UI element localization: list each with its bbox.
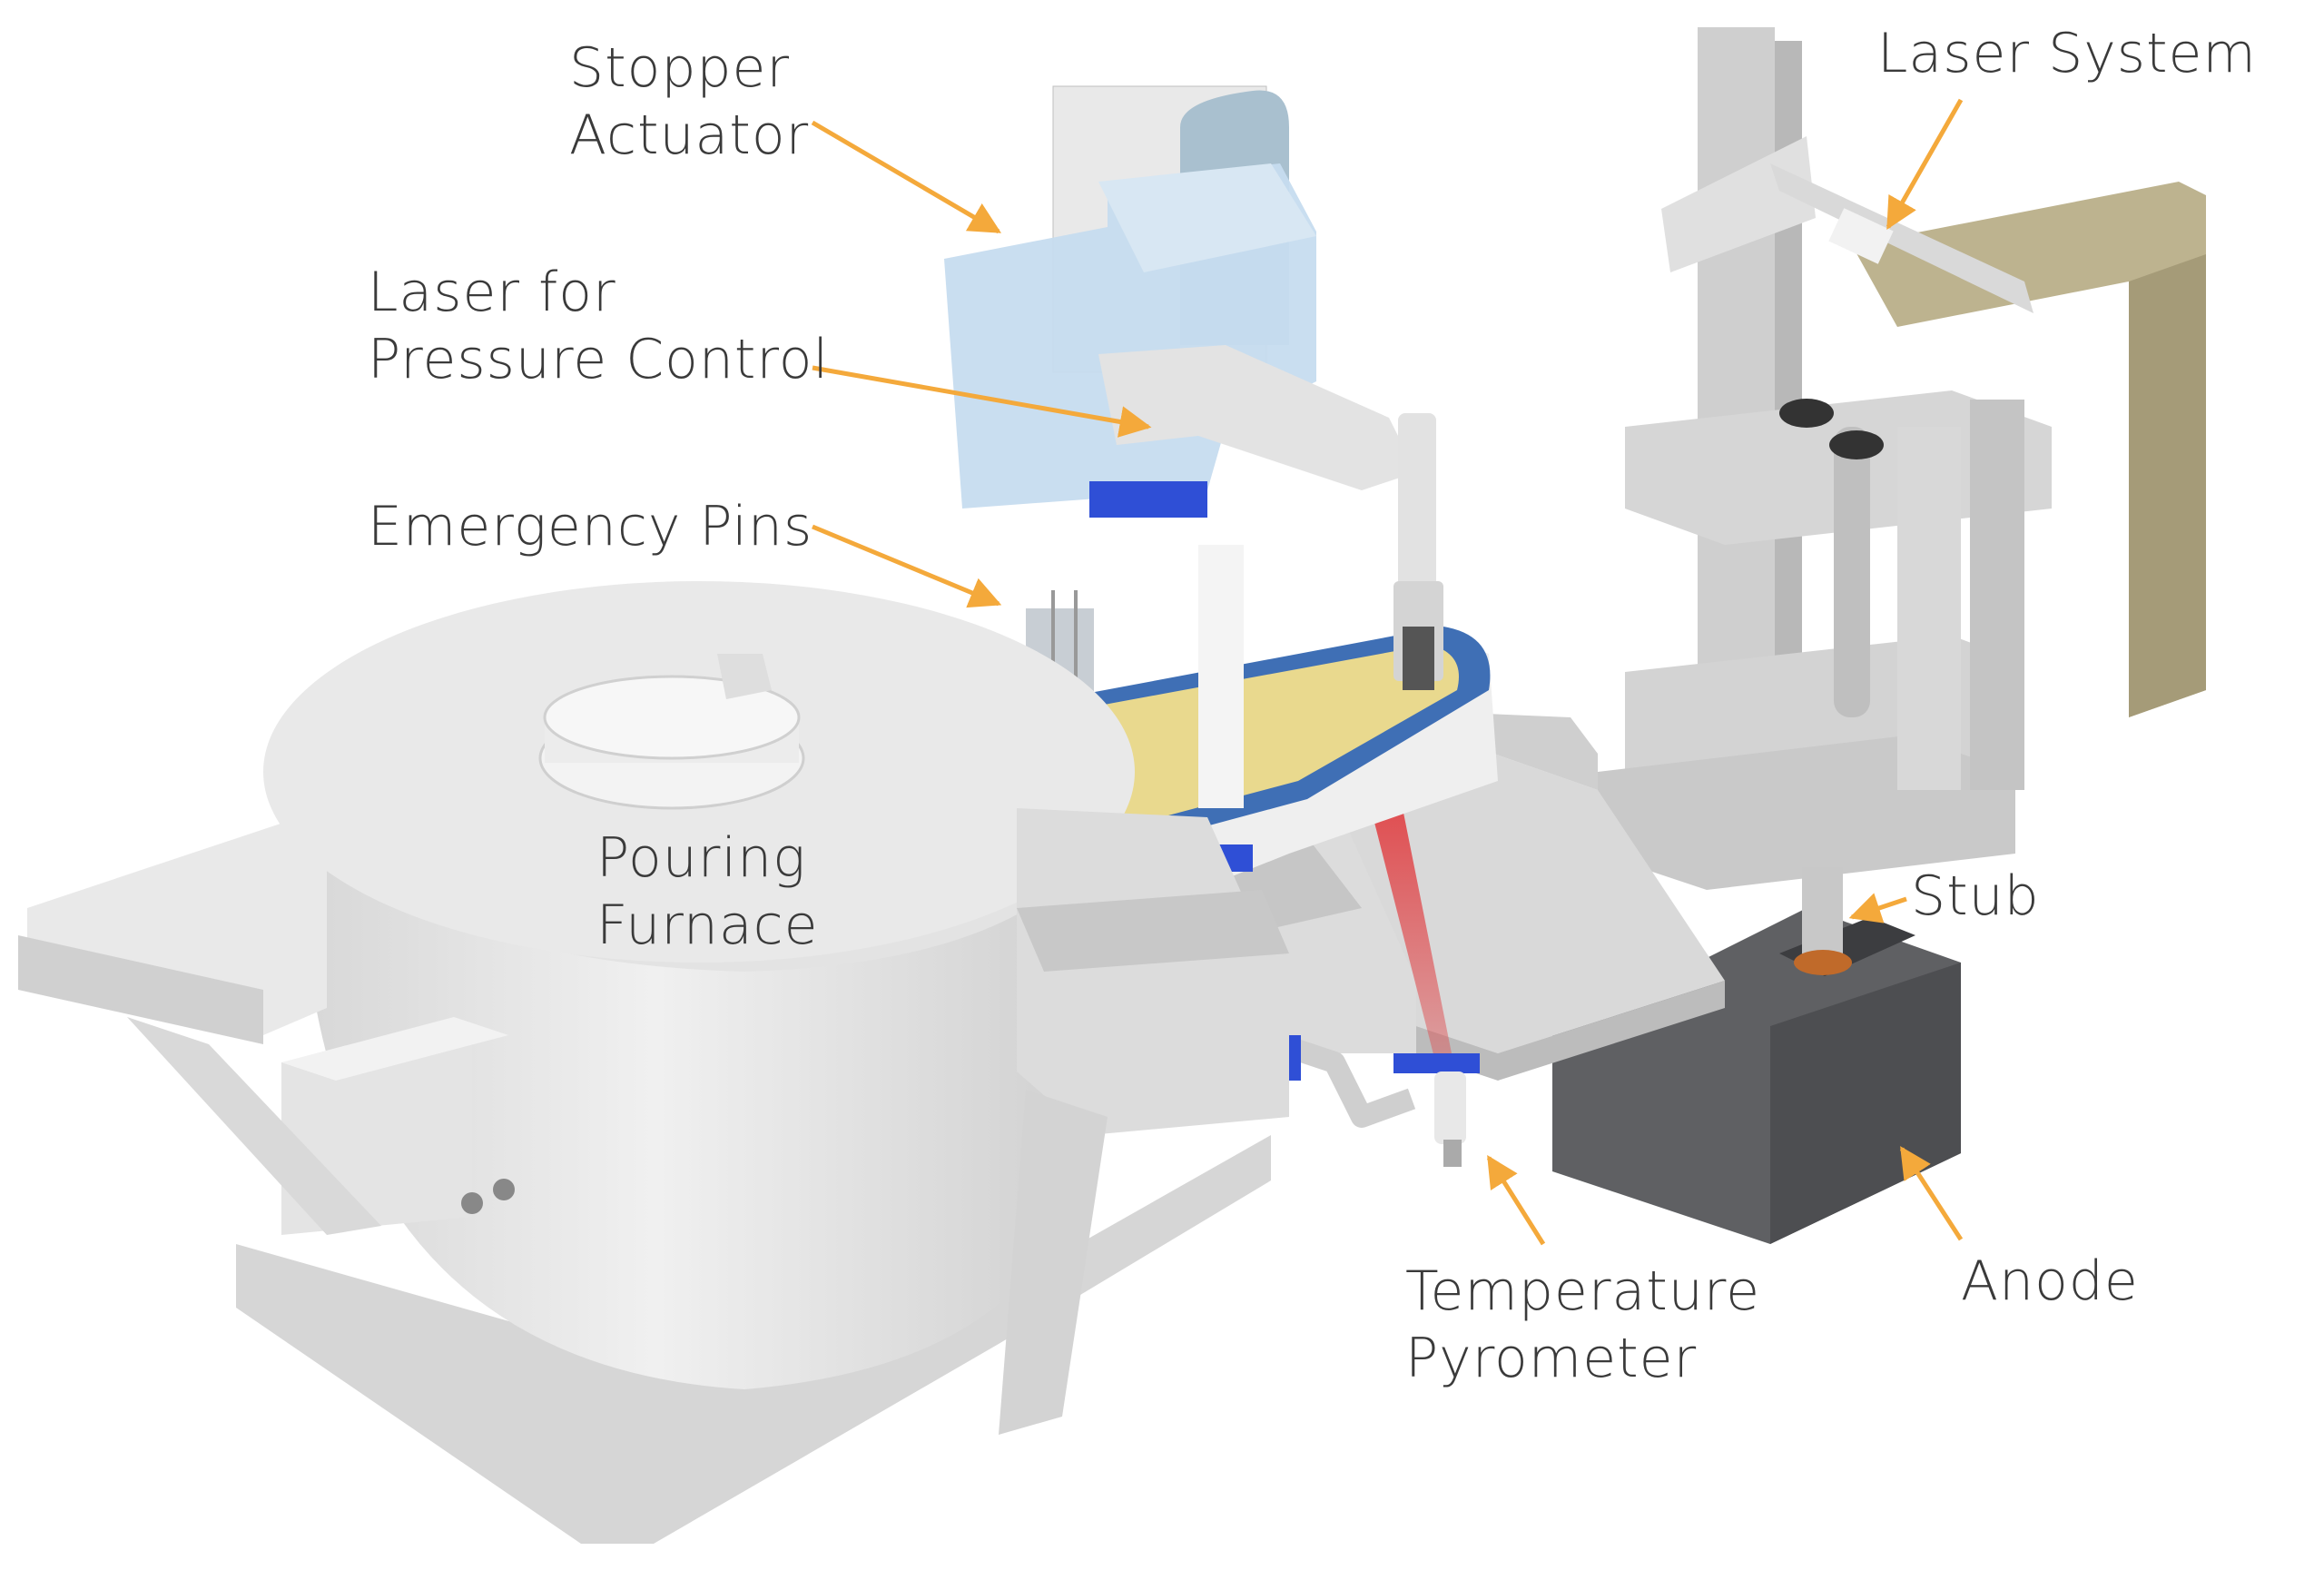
arrow-laser-system bbox=[1886, 98, 1964, 231]
callout-arrows bbox=[811, 98, 1964, 1246]
arrow-anode bbox=[1899, 1146, 1964, 1241]
label-line: Pouring bbox=[596, 826, 807, 890]
pouring-furnace bbox=[18, 581, 1289, 1544]
label-line: Laser for bbox=[368, 261, 616, 324]
stopper-actuator-assembly bbox=[944, 85, 1443, 872]
laser-system-assembly bbox=[1552, 27, 2206, 1244]
label-line: Emergency Pins bbox=[368, 495, 813, 558]
label-line: Temperature bbox=[1405, 1259, 1761, 1323]
label-stopper-actuator: Stopper Actuator bbox=[569, 35, 809, 169]
arrow-stopper-actuator bbox=[811, 120, 1002, 234]
label-stub: Stub bbox=[1911, 863, 2040, 930]
label-line: Stopper bbox=[569, 36, 791, 100]
label-line: Laser System bbox=[1877, 22, 2257, 85]
label-line: Furnace bbox=[596, 894, 819, 957]
label-line: Anode bbox=[1961, 1249, 2139, 1313]
arrow-laser-pressure bbox=[812, 365, 1152, 438]
arrow-emergency-pins bbox=[812, 524, 1002, 608]
label-laser-system: Laser System bbox=[1877, 20, 2257, 87]
label-line: Stub bbox=[1911, 864, 2040, 928]
label-pouring-furnace: Pouring Furnace bbox=[596, 825, 819, 959]
arrow-pyrometer bbox=[1486, 1155, 1546, 1246]
label-temperature-pyrometer: Temperature Pyrometer bbox=[1405, 1258, 1760, 1392]
label-line: Actuator bbox=[569, 104, 810, 167]
label-emergency-pins: Emergency Pins bbox=[368, 493, 812, 560]
arrow-stub bbox=[1848, 893, 1907, 923]
label-anode: Anode bbox=[1961, 1248, 2139, 1315]
label-laser-pressure-control: Laser for Pressure Control bbox=[368, 259, 829, 393]
label-line: Pyrometer bbox=[1405, 1327, 1698, 1390]
label-line: Pressure Control bbox=[368, 328, 830, 391]
